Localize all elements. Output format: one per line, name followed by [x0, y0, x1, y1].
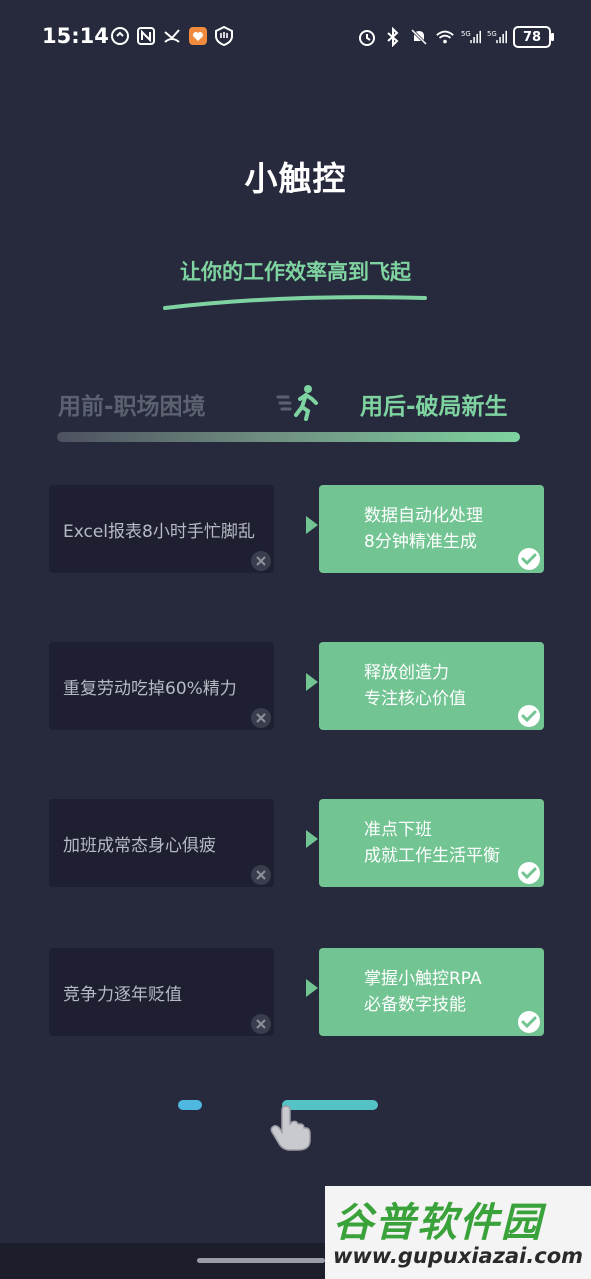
page-indicator[interactable] [0, 1100, 591, 1112]
after-line-2: 专注核心价值 [364, 689, 466, 709]
before-text: 加班成常态身心俱疲 [63, 835, 216, 856]
check-icon [518, 548, 540, 570]
mute-icon [409, 27, 429, 47]
after-text: 掌握小触控RPA 必备数字技能 [364, 948, 482, 1036]
arrow-right-icon [278, 979, 318, 997]
before-text: 竞争力逐年贬值 [63, 984, 182, 1005]
cross-icon [251, 708, 271, 728]
after-text: 释放创造力 专注核心价值 [364, 642, 466, 730]
tagline-underline [163, 295, 427, 310]
after-label: 用后-破局新生 [360, 394, 508, 420]
before-card: Excel报表8小时手忙脚乱 [49, 485, 274, 573]
after-line-1: 数据自动化处理 [364, 506, 483, 526]
after-card: 释放创造力 专注核心价值 [319, 642, 544, 730]
cross-icon [251, 551, 271, 571]
arrow-right-icon [278, 673, 318, 691]
shield-icon [214, 26, 234, 46]
alarm-icon [357, 27, 377, 47]
battery-indicator: 78 [513, 26, 554, 48]
watermark-title: 谷普软件园 [333, 1200, 543, 1246]
comparison-row: 重复劳动吃掉60%精力 释放创造力 专注核心价值 [0, 642, 591, 732]
comparison-header: 用前-职场困境 用后-破局新生 [0, 383, 591, 423]
after-line-2: 必备数字技能 [364, 995, 466, 1015]
before-card: 重复劳动吃掉60%精力 [49, 642, 274, 730]
status-time: 15:14 [42, 24, 109, 48]
cross-icon [251, 865, 271, 885]
after-line-2: 8分钟精准生成 [364, 532, 477, 552]
running-person-icon [276, 385, 318, 421]
comparison-row: 加班成常态身心俱疲 准点下班 成就工作生活平衡 [0, 799, 591, 889]
before-label: 用前-职场困境 [58, 394, 206, 420]
signal-5g-2-icon: 5G [487, 27, 507, 47]
before-card: 竞争力逐年贬值 [49, 948, 274, 1036]
comparison-row: 竞争力逐年贬值 掌握小触控RPA 必备数字技能 [0, 948, 591, 1038]
after-line-2: 成就工作生活平衡 [364, 846, 500, 866]
after-text: 准点下班 成就工作生活平衡 [364, 799, 500, 887]
signal-5g-icon: 5G [461, 27, 481, 47]
before-card: 加班成常态身心俱疲 [49, 799, 274, 887]
after-card: 掌握小触控RPA 必备数字技能 [319, 948, 544, 1036]
after-card: 数据自动化处理 8分钟精准生成 [319, 485, 544, 573]
status-right-icons: 5G 5G 78 [357, 26, 554, 48]
app-badge-icon [188, 26, 208, 46]
tagline: 让你的工作效率高到飞起 [180, 260, 411, 284]
tap-hand-icon [270, 1105, 311, 1151]
watermark-url: www.gupuxiazai.com [333, 1244, 584, 1268]
check-icon [518, 705, 540, 727]
before-text: Excel报表8小时手忙脚乱 [63, 521, 255, 542]
after-text: 数据自动化处理 8分钟精准生成 [364, 485, 483, 573]
after-card: 准点下班 成就工作生活平衡 [319, 799, 544, 887]
check-icon [518, 862, 540, 884]
comparison-progress-bar [57, 432, 520, 442]
svg-text:5G: 5G [461, 30, 471, 38]
after-line-1: 准点下班 [364, 820, 432, 840]
app-title: 小触控 [244, 159, 347, 198]
arrow-right-icon [278, 516, 318, 534]
page-dot-1[interactable] [178, 1100, 202, 1110]
sync-icon [110, 26, 130, 46]
status-bar: 15:14 5G 5G [0, 0, 591, 76]
bluetooth-icon [383, 27, 403, 47]
arrow-right-icon [278, 830, 318, 848]
check-icon [518, 1011, 540, 1033]
status-left-icons [110, 26, 234, 46]
svg-text:5G: 5G [487, 30, 497, 38]
comparison-row: Excel报表8小时手忙脚乱 数据自动化处理 8分钟精准生成 [0, 485, 591, 575]
nfc-icon [136, 26, 156, 46]
gesture-handle[interactable] [197, 1258, 325, 1263]
after-line-1: 掌握小触控RPA [364, 969, 482, 989]
before-text: 重复劳动吃掉60%精力 [63, 678, 237, 699]
page-dot-2-active[interactable] [282, 1100, 378, 1110]
missed-call-icon [162, 26, 182, 46]
wifi-icon [435, 27, 455, 47]
after-line-1: 释放创造力 [364, 663, 449, 683]
cross-icon [251, 1014, 271, 1034]
watermark: 谷普软件园 www.gupuxiazai.com [325, 1186, 591, 1279]
